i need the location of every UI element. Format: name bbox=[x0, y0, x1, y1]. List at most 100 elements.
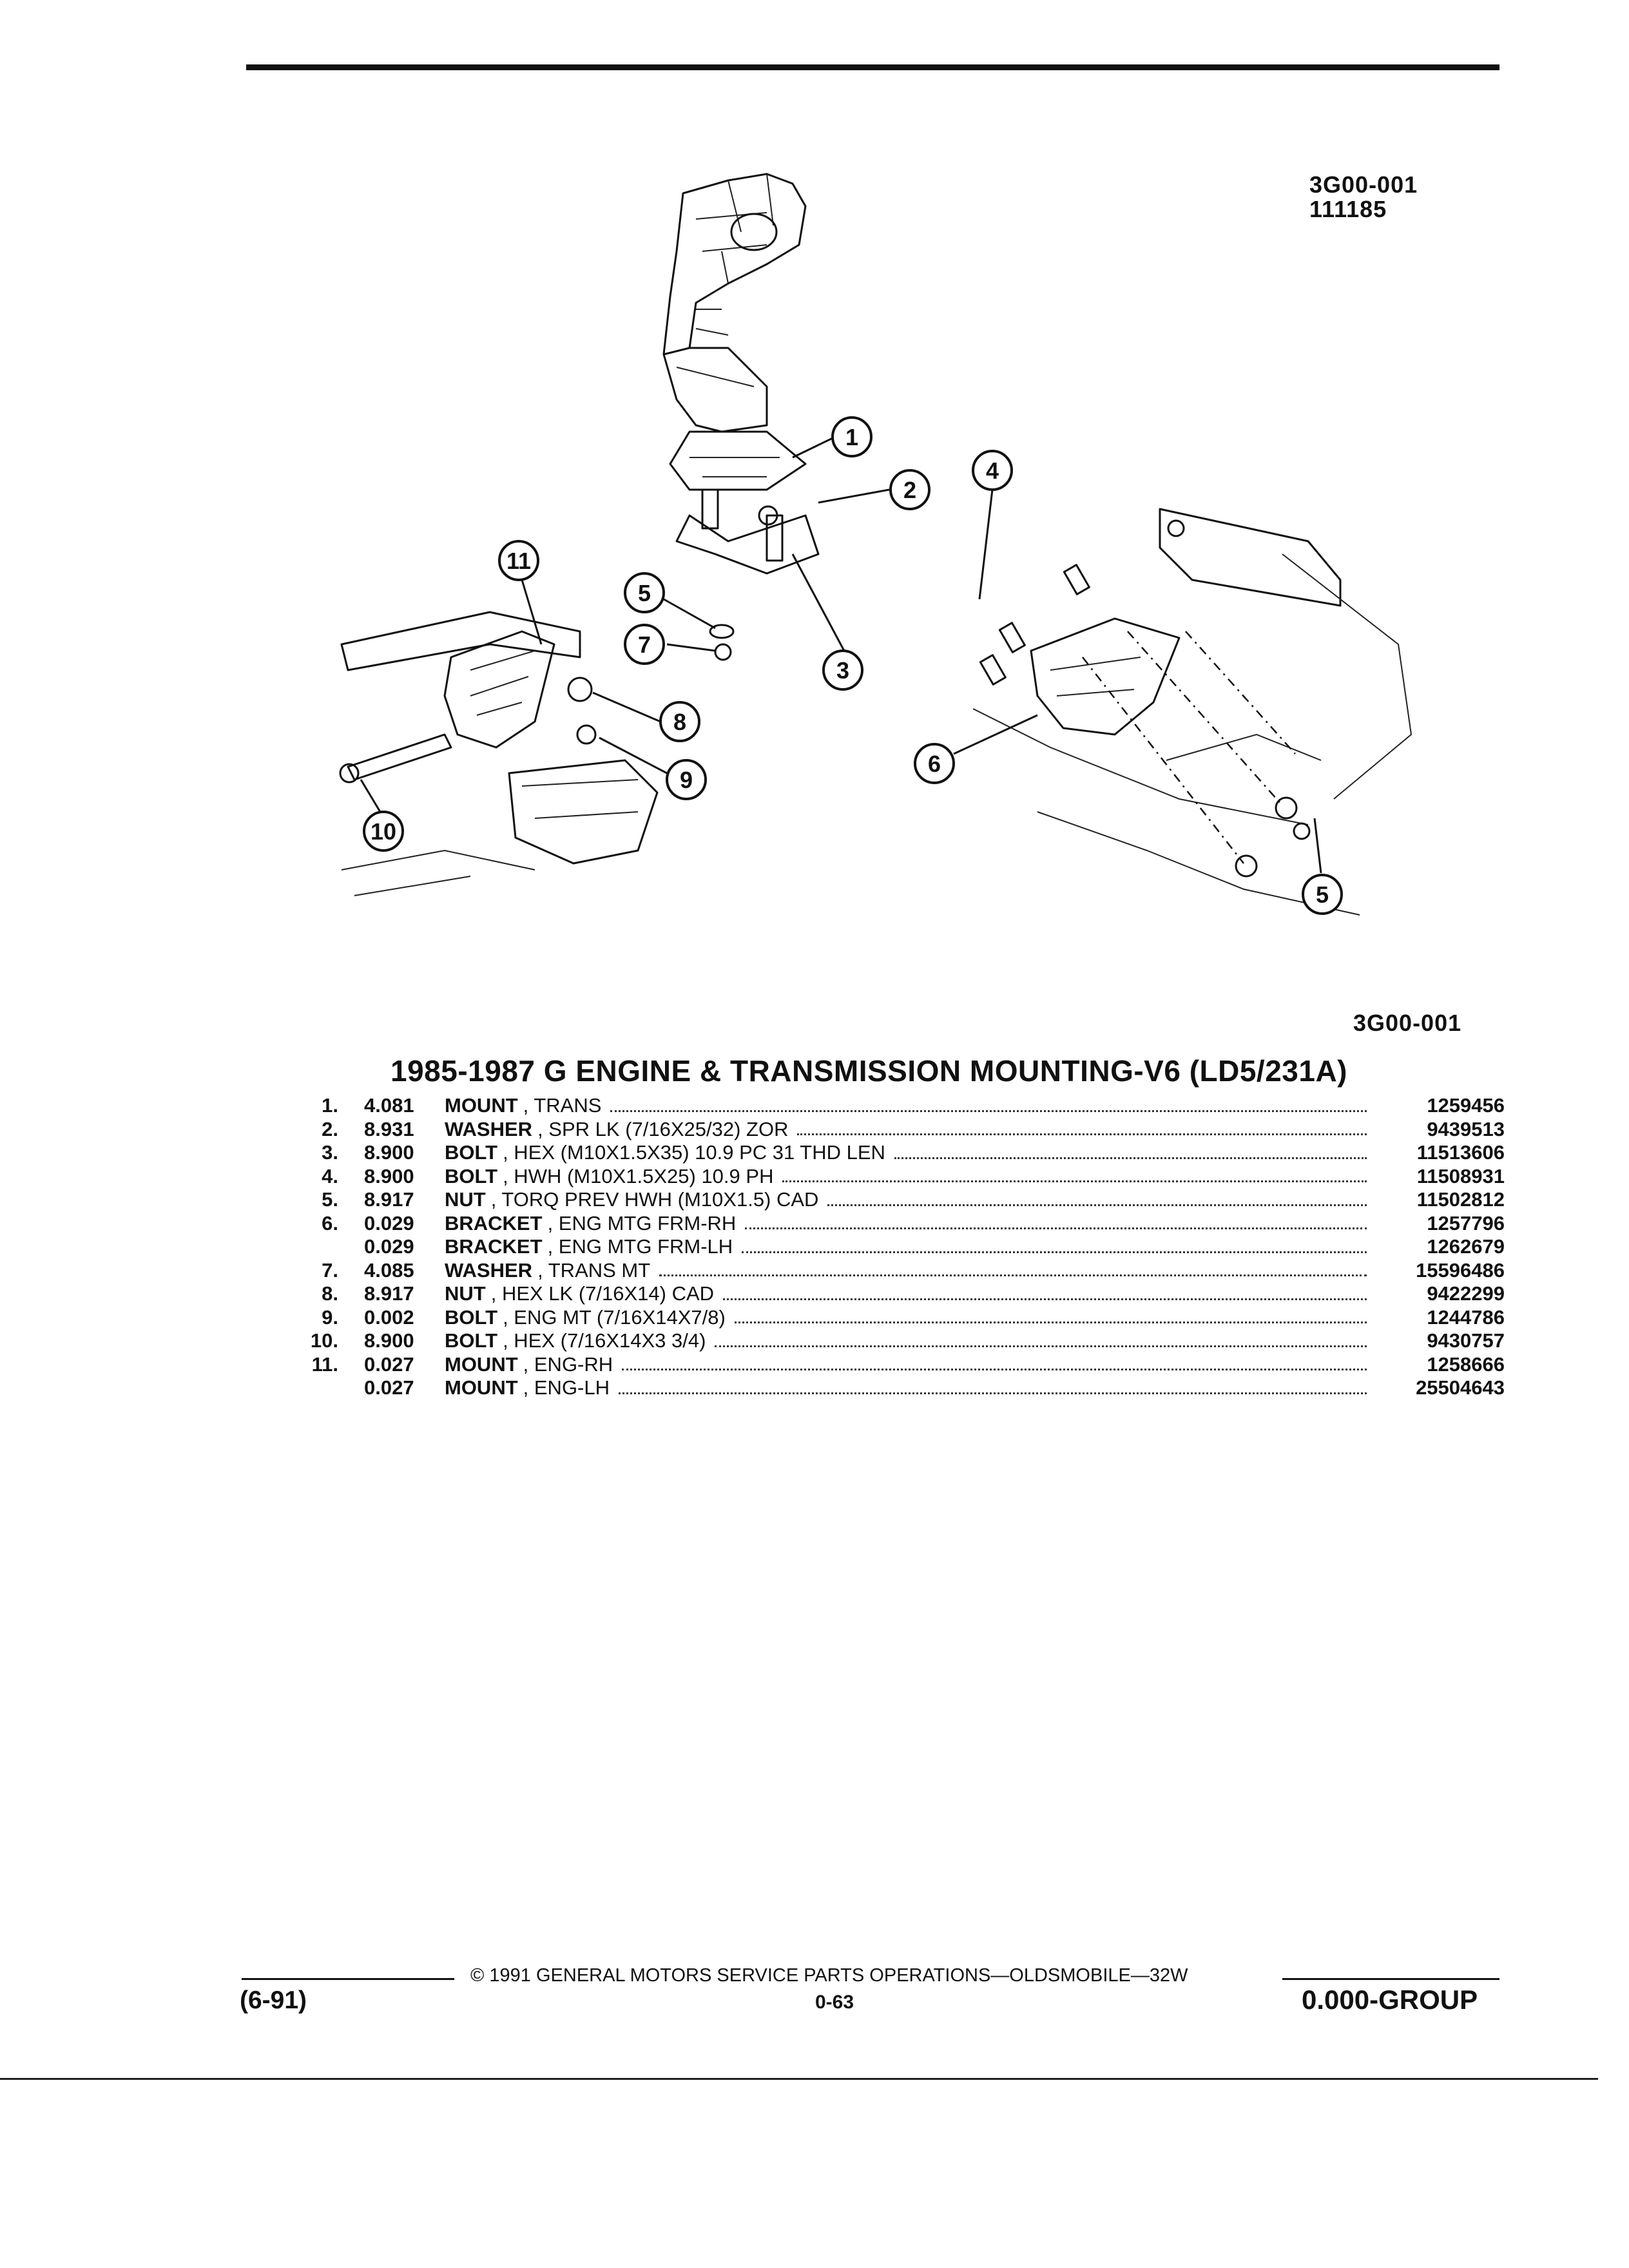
part-name: BRACKET bbox=[445, 1235, 543, 1258]
item-number: 11. bbox=[311, 1352, 338, 1376]
part-spec: , HEX (7/16X14X3 3/4) bbox=[503, 1329, 706, 1352]
part-spec: , HEX (M10X1.5X35) 10.9 PC 31 THD LEN bbox=[503, 1141, 885, 1164]
part-name: BOLT bbox=[445, 1329, 498, 1352]
part-spec: , ENG MT (7/16X14X7/8) bbox=[503, 1305, 726, 1329]
callout-3: 3 bbox=[822, 649, 863, 691]
transmission-housing bbox=[662, 173, 807, 433]
footer-rule-right bbox=[1282, 1978, 1499, 1980]
leader-dots bbox=[745, 1227, 1367, 1230]
svg-text:11: 11 bbox=[506, 548, 531, 574]
trans-mount-part bbox=[669, 430, 820, 575]
leader-dots bbox=[827, 1204, 1367, 1206]
group-code: 4.085 bbox=[364, 1258, 414, 1282]
parts-row: 1. 4.081 MOUNT, TRANS 1259456 bbox=[303, 1094, 1505, 1118]
leader-dots bbox=[610, 1110, 1367, 1112]
part-spec: , ENG-RH bbox=[523, 1352, 613, 1376]
trans-bolts bbox=[701, 488, 784, 562]
callout-5-center: 7 bbox=[624, 624, 665, 665]
item-number: 4. bbox=[322, 1164, 338, 1187]
svg-text:9: 9 bbox=[680, 767, 693, 793]
part-name: WASHER bbox=[445, 1258, 533, 1282]
callout-6: 6 bbox=[914, 743, 955, 784]
revision-date: (6-91) bbox=[240, 1986, 307, 2014]
parts-row: 7. 4.085 WASHER, TRANS MT 15596486 bbox=[303, 1259, 1505, 1283]
part-spec: , HEX LK (7/16X14) CAD bbox=[490, 1282, 715, 1305]
part-number: 11508931 bbox=[1416, 1164, 1505, 1187]
leader-dots bbox=[619, 1392, 1367, 1394]
callout-2: 2 bbox=[889, 469, 930, 510]
callout-10: 10 bbox=[363, 811, 404, 852]
washer-and-nut bbox=[709, 624, 735, 661]
item-number: 3. bbox=[322, 1141, 338, 1164]
item-number: 5. bbox=[322, 1188, 338, 1211]
item-number: 8. bbox=[322, 1282, 338, 1305]
item-number: 2. bbox=[322, 1117, 338, 1140]
part-name: BOLT bbox=[445, 1141, 498, 1164]
part-name: BOLT bbox=[445, 1305, 498, 1329]
leader-dots bbox=[659, 1274, 1367, 1277]
parts-row: 5. 8.917 NUT, TORQ PREV HWH (M10X1.5) CA… bbox=[303, 1188, 1505, 1212]
group-code: 8.917 bbox=[364, 1188, 414, 1211]
part-spec: , TRANS bbox=[523, 1094, 602, 1117]
callout-1: 1 bbox=[831, 416, 872, 457]
part-name: NUT bbox=[445, 1282, 486, 1305]
svg-text:3: 3 bbox=[836, 657, 849, 684]
figure-code-top: 3G00-001 111185 bbox=[1309, 173, 1418, 222]
part-name: NUT bbox=[445, 1188, 486, 1211]
part-number: 25504643 bbox=[1416, 1376, 1505, 1399]
part-number: 1257796 bbox=[1427, 1211, 1505, 1235]
callout-4: 4 bbox=[972, 450, 1013, 491]
part-spec: , TRANS MT bbox=[537, 1258, 651, 1282]
svg-text:6: 6 bbox=[928, 751, 941, 777]
parts-row: 3. 8.900 BOLT, HEX (M10X1.5X35) 10.9 PC … bbox=[303, 1141, 1505, 1165]
leader-dots bbox=[622, 1369, 1367, 1371]
figure-code-bottom: 3G00-001 bbox=[1353, 1010, 1462, 1036]
group-code: 8.900 bbox=[364, 1141, 414, 1164]
leader-dots bbox=[715, 1345, 1367, 1347]
part-name: MOUNT bbox=[445, 1352, 518, 1376]
group-code: 0.029 bbox=[364, 1235, 414, 1258]
item-number: 1. bbox=[322, 1094, 338, 1117]
item-number: 7. bbox=[322, 1258, 338, 1282]
exploded-parts-diagram: 1 2 3 4 7 6 5 8 9 10 11 5 bbox=[339, 173, 1412, 916]
parts-list: 1. 4.081 MOUNT, TRANS 1259456 2. 8.931 W… bbox=[303, 1094, 1505, 1400]
item-number: 10. bbox=[310, 1329, 338, 1352]
part-spec: , ENG-LH bbox=[523, 1376, 610, 1399]
part-number: 9430757 bbox=[1427, 1329, 1505, 1352]
parts-row: 9. 0.002 BOLT, ENG MT (7/16X14X7/8) 1244… bbox=[303, 1306, 1505, 1330]
part-name: MOUNT bbox=[445, 1094, 518, 1117]
part-spec: , ENG MTG FRM-RH bbox=[547, 1211, 737, 1235]
callout-8: 8 bbox=[659, 701, 700, 742]
part-name: MOUNT bbox=[445, 1376, 518, 1399]
part-spec: , ENG MTG FRM-LH bbox=[547, 1235, 733, 1258]
svg-text:5: 5 bbox=[1316, 881, 1329, 908]
part-name: WASHER bbox=[445, 1117, 533, 1140]
callout-7: 5 bbox=[624, 572, 665, 613]
parts-row: 10. 8.900 BOLT, HEX (7/16X14X3 3/4) 9430… bbox=[303, 1329, 1505, 1353]
footer-rule-left bbox=[242, 1978, 454, 1980]
part-number: 11502812 bbox=[1416, 1188, 1505, 1211]
engine-mount-left bbox=[339, 611, 659, 896]
part-number: 1259456 bbox=[1427, 1094, 1505, 1117]
group-code: 0.027 bbox=[364, 1376, 414, 1399]
page-number: 0-63 bbox=[815, 1992, 854, 2013]
part-number: 11513606 bbox=[1416, 1141, 1505, 1164]
parts-row: 11. 0.027 MOUNT, ENG-RH 1258666 bbox=[303, 1353, 1505, 1377]
group-code: 8.931 bbox=[364, 1117, 414, 1140]
group-code: 4.081 bbox=[364, 1094, 414, 1117]
part-number: 1258666 bbox=[1427, 1352, 1505, 1376]
svg-text:5: 5 bbox=[638, 580, 651, 606]
svg-text:7: 7 bbox=[638, 631, 651, 658]
svg-text:4: 4 bbox=[986, 457, 999, 484]
figure-code-sub: 111185 bbox=[1309, 196, 1387, 222]
part-number: 1262679 bbox=[1427, 1235, 1505, 1258]
leader-dots bbox=[723, 1298, 1367, 1300]
part-number: 15596486 bbox=[1416, 1258, 1505, 1282]
part-name: BOLT bbox=[445, 1164, 498, 1187]
leader-dots bbox=[894, 1157, 1367, 1159]
parts-row: 6. 0.029 BRACKET, ENG MTG FRM-RH 1257796 bbox=[303, 1212, 1505, 1236]
leader-dots bbox=[734, 1321, 1367, 1324]
parts-row: 8. 8.917 NUT, HEX LK (7/16X14) CAD 94222… bbox=[303, 1282, 1505, 1306]
part-spec: , SPR LK (7/16X25/32) ZOR bbox=[537, 1117, 789, 1140]
parts-row: 2. 8.931 WASHER, SPR LK (7/16X25/32) ZOR… bbox=[303, 1118, 1505, 1142]
